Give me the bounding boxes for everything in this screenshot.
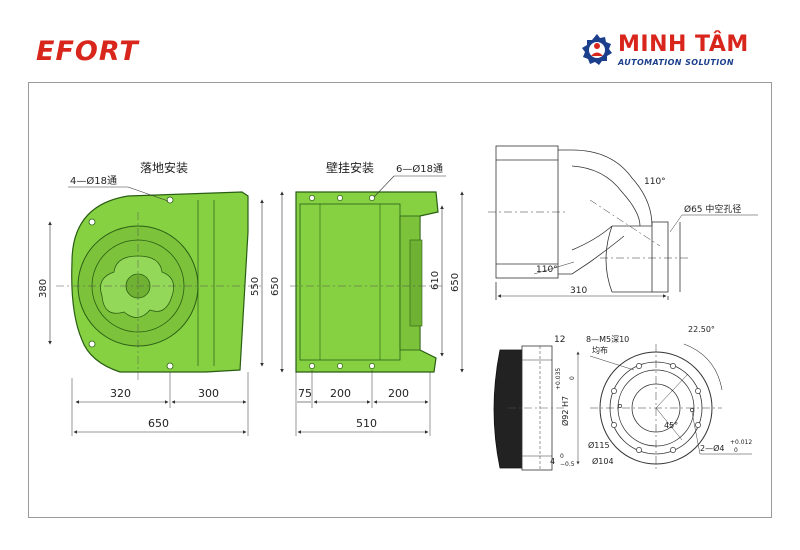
floor-mount-title: 落地安装 bbox=[140, 160, 188, 175]
brand-name: MINH TÂM bbox=[618, 32, 749, 57]
fit-tol-top: +0.035 bbox=[555, 368, 562, 390]
dim-wall-200a: 200 bbox=[330, 387, 351, 400]
dim-floor-320: 320 bbox=[110, 387, 131, 400]
depth: 4 bbox=[550, 457, 555, 466]
side-section-view bbox=[488, 145, 690, 300]
dia-outer: Ø115 bbox=[588, 440, 610, 450]
dim-wall-510: 510 bbox=[356, 417, 377, 430]
angle-22-5: 22.50° bbox=[688, 325, 715, 334]
dim-floor-380: 380 bbox=[38, 279, 49, 298]
pin-tol-bottom: 0 bbox=[734, 447, 738, 454]
pin-note: 2—Ø4 bbox=[700, 443, 724, 453]
depth-tol-bottom: −0.5 bbox=[560, 461, 575, 468]
gear-person-icon bbox=[582, 34, 612, 65]
dim-wall-650: 650 bbox=[450, 273, 461, 292]
drawing-frame bbox=[28, 82, 772, 518]
dim-floor-300: 300 bbox=[198, 387, 219, 400]
dim-wall-610: 610 bbox=[430, 271, 441, 290]
wall-mount-title: 壁挂安装 bbox=[326, 160, 374, 175]
dim-wall-200b: 200 bbox=[388, 387, 409, 400]
wall-hole-note: 6—Ø18通 bbox=[396, 163, 443, 175]
dim-floor-550: 550 bbox=[250, 277, 261, 296]
depth-tol-top: 0 bbox=[560, 453, 564, 460]
efort-logo: EFORT bbox=[36, 36, 139, 67]
flange-front-view bbox=[590, 343, 723, 472]
dim-floor-650-v: 650 bbox=[270, 277, 281, 296]
dim-wall-75: 75 bbox=[298, 387, 312, 400]
angle-top-110: 110° bbox=[644, 177, 666, 187]
angle-45: 45° bbox=[664, 421, 678, 430]
dim-floor-650-h: 650 bbox=[148, 417, 169, 430]
flange-thickness: 12 bbox=[554, 335, 565, 345]
wall-mount-view bbox=[290, 191, 444, 373]
fit-tol-bottom: 0 bbox=[569, 376, 576, 380]
dia-pcd: Ø104 bbox=[592, 456, 614, 466]
fit-dia: Ø92 H7 bbox=[560, 396, 570, 426]
pin-tol-top: +0.012 bbox=[730, 439, 752, 446]
dim-side-310: 310 bbox=[570, 286, 587, 296]
flange-section-view bbox=[493, 345, 566, 471]
floor-mount-view bbox=[56, 191, 262, 380]
flange-bolt-holes bbox=[611, 363, 701, 453]
bore-note: Ø65 中空孔径 bbox=[684, 203, 741, 215]
floor-hole-note: 4—Ø18通 bbox=[70, 175, 117, 187]
minh-tam-logo: MINH TÂM AUTOMATION SOLUTION bbox=[580, 30, 770, 74]
tap-note-2: 均布 bbox=[592, 345, 608, 355]
brand-tagline: AUTOMATION SOLUTION bbox=[618, 58, 734, 67]
tap-note: 8—M5深10 bbox=[586, 335, 629, 344]
